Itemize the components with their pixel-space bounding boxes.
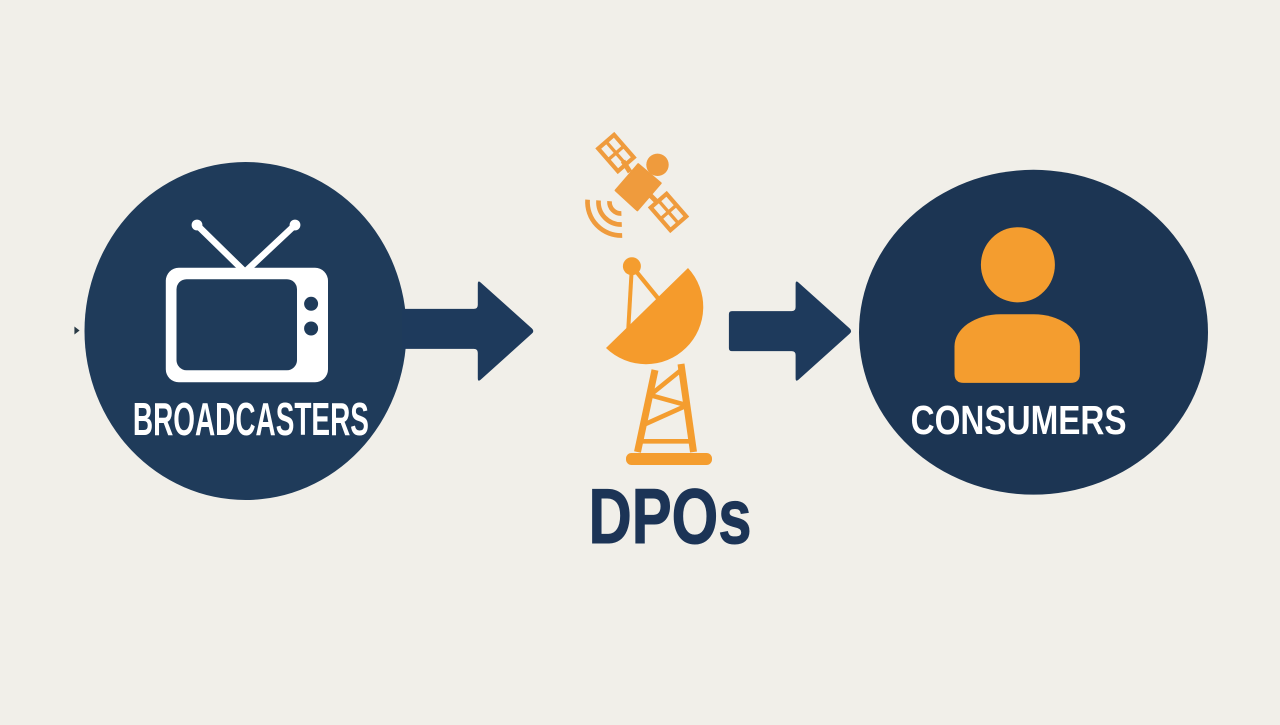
svg-text:BROADCASTERS: BROADCASTERS	[133, 393, 369, 445]
svg-text:DPOs: DPOs	[589, 474, 752, 560]
svg-text:CONSUMERS: CONSUMERS	[911, 397, 1127, 443]
